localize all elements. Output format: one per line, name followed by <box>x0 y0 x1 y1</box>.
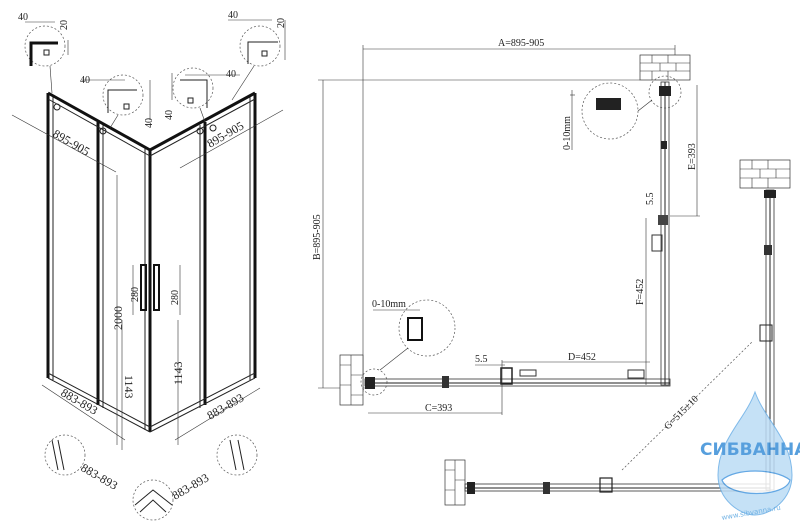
dim-detail-2a: 40 <box>80 75 90 86</box>
dim-width-left: 895-905 <box>51 126 93 158</box>
detail-circle-2 <box>102 74 144 116</box>
detail-top-gap <box>581 82 639 140</box>
dim-d: D=452 <box>568 352 596 363</box>
dim-height: 2000 <box>111 306 125 330</box>
wall-top <box>639 54 691 81</box>
detail-circle-6 <box>132 479 174 521</box>
detail-circle-1 <box>24 25 66 67</box>
detail-circle-7 <box>216 434 258 476</box>
dim-e: E=393 <box>687 143 698 170</box>
dim-base-left: 883-893 <box>59 385 101 417</box>
dim-f: F=452 <box>635 279 646 305</box>
dim-bottom-right: 883-893 <box>170 470 212 502</box>
dim-detail-3a: 40 <box>164 110 175 120</box>
gap-vertical: 5.5 <box>645 193 656 206</box>
dim-detail-3b: 40 <box>226 69 236 80</box>
sibvanna-watermark: СИБВАННА www.sibvanna.ru <box>700 390 800 522</box>
wall-bottom-left <box>444 459 466 506</box>
dim-detail-1b: 20 <box>59 20 70 30</box>
top-rail-right <box>149 91 256 152</box>
handle-right <box>153 264 160 311</box>
detail-left-gap <box>398 299 456 357</box>
dim-detail-4b: 20 <box>276 18 287 28</box>
isometric-view: 40 20 40 40 40 40 40 20 895-905 895-905 … <box>11 10 287 521</box>
detail-circle-5 <box>44 434 86 476</box>
dim-bottom-left: 883-893 <box>79 460 121 492</box>
plan-view: A=895-905 B=895-905 0-10mm E=393 5.5 F=4… <box>312 38 700 415</box>
gap-top: 0-10mm <box>562 116 573 150</box>
dim-a: A=895-905 <box>498 38 544 49</box>
dim-c: C=393 <box>425 403 452 414</box>
dim-detail-1a: 40 <box>18 12 28 23</box>
top-rail-left <box>47 91 151 152</box>
dim-b: B=895-905 <box>312 214 323 260</box>
detail-circle-4 <box>239 25 281 67</box>
wall-top-right <box>739 159 791 189</box>
dim-detail-4a: 40 <box>228 10 238 21</box>
gap-left: 0-10mm <box>372 299 406 310</box>
bathtub-icon <box>721 470 791 495</box>
detail-circle-3 <box>172 67 214 109</box>
gap-horizontal: 5.5 <box>475 354 488 365</box>
brand-name: СИБВАННА <box>700 440 800 460</box>
dim-g: G=515±10 <box>662 394 700 432</box>
handle-left <box>140 264 147 311</box>
dim-door-left: 1143 <box>122 375 136 399</box>
dim-door-right: 1143 <box>171 361 185 385</box>
dim-detail-2b: 40 <box>144 118 155 128</box>
dim-handle-left: 280 <box>130 287 141 302</box>
dim-handle-right: 280 <box>170 290 181 305</box>
wall-left <box>339 354 364 406</box>
